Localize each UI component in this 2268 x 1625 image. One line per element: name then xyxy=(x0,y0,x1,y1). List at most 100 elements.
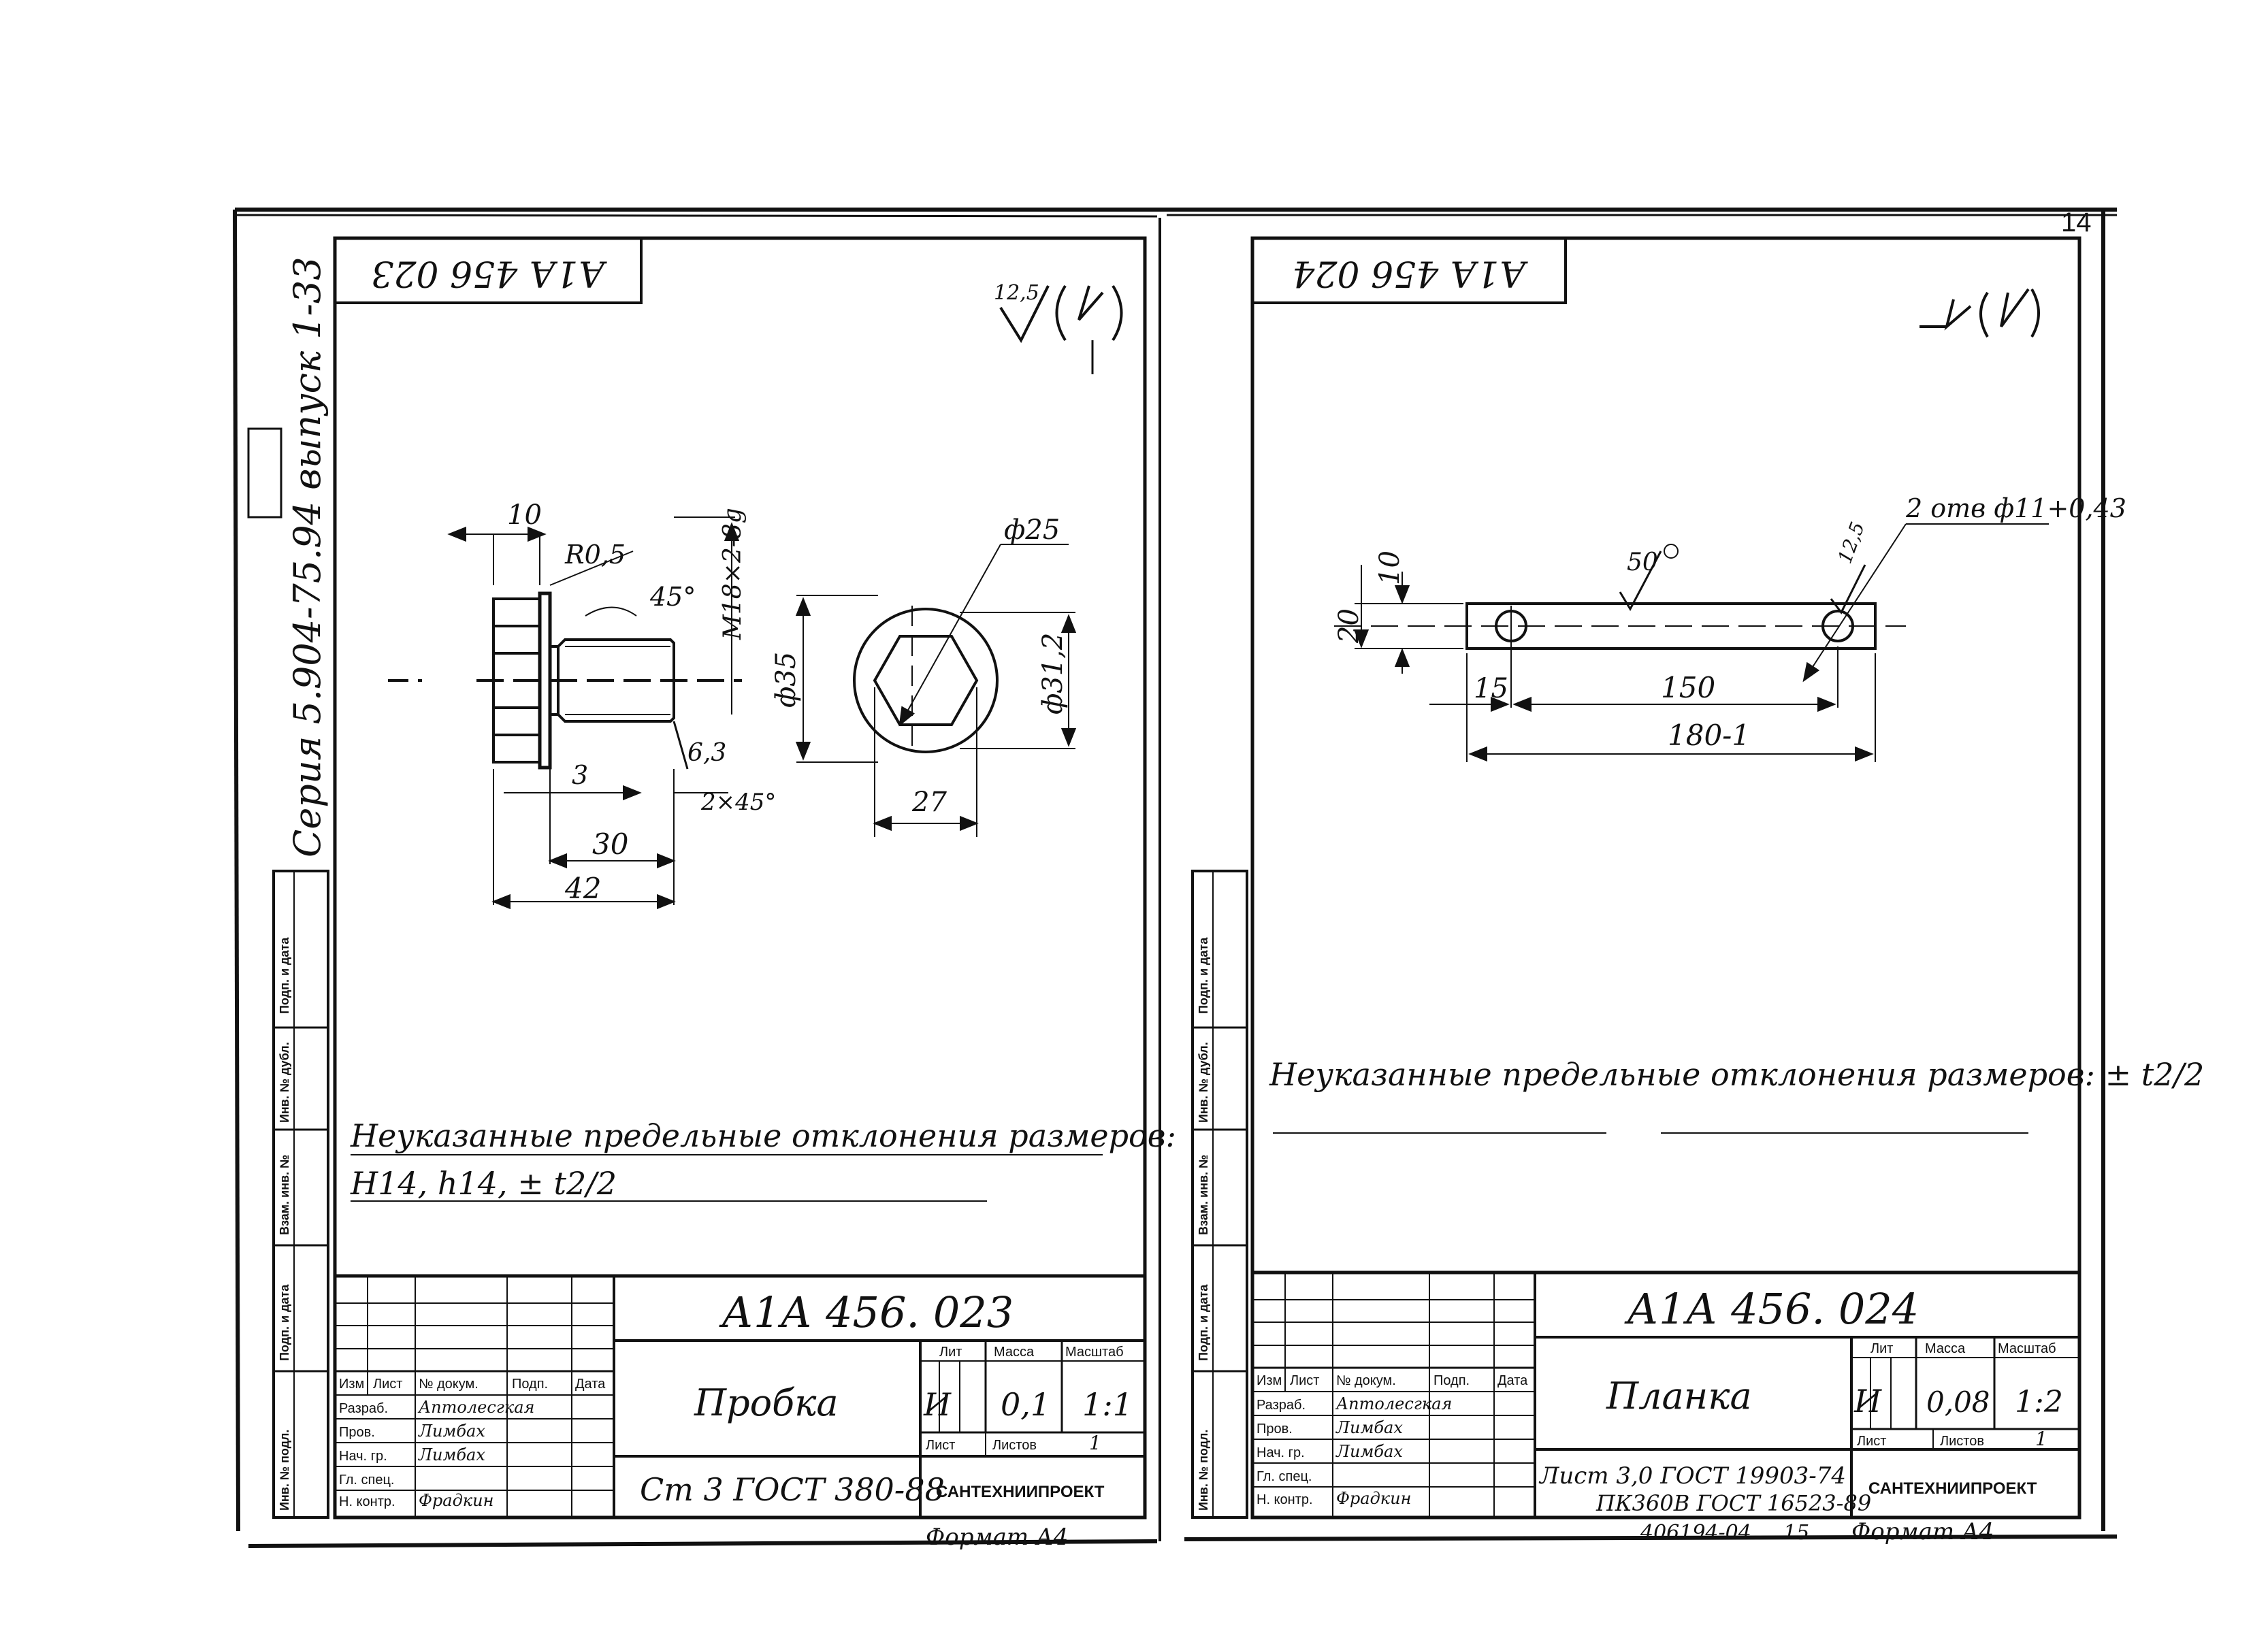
svg-text:Н14, h14, ± t2/2: Н14, h14, ± t2/2 xyxy=(350,1165,617,1202)
svg-text:Дата: Дата xyxy=(575,1377,606,1392)
svg-text:15: 15 xyxy=(1783,1521,1809,1545)
svg-text:Нач. гр.: Нач. гр. xyxy=(1257,1445,1305,1460)
svg-text:Масштаб: Масштаб xyxy=(1065,1345,1124,1360)
svg-text:30: 30 xyxy=(592,827,628,861)
svg-text:Фрадкин: Фрадкин xyxy=(1336,1489,1411,1508)
svg-text:Листов: Листов xyxy=(992,1438,1037,1453)
svg-text:И: И xyxy=(923,1386,952,1423)
svg-text:15: 15 xyxy=(1474,673,1508,704)
svg-text:Подп.: Подп. xyxy=(1433,1373,1470,1388)
svg-text:Серия 5.904-75.94 выпуск 1-33: Серия 5.904-75.94 выпуск 1-33 xyxy=(286,257,329,857)
title-block-left: Изм Лист № докум. Подп. Дата Разраб. Апт… xyxy=(333,1274,1147,1551)
svg-text:Аптолесгкая: Аптолесгкая xyxy=(417,1398,534,1417)
svg-text:Подп.: Подп. xyxy=(512,1377,548,1392)
plug-side-view xyxy=(388,516,742,910)
svg-text:Формат А4: Формат А4 xyxy=(1851,1518,1994,1545)
svg-text:Неуказанные предельные отклоне: Неуказанные предельные отклонения размер… xyxy=(350,1117,1176,1154)
material-right-1: Лист 3,0 ГОСТ 19903-74 xyxy=(1538,1462,1846,1490)
svg-text:3: 3 xyxy=(572,760,588,790)
svg-text:Масса: Масса xyxy=(994,1345,1035,1360)
svg-text:Инв. № подл.: Инв. № подл. xyxy=(1197,1430,1210,1511)
roughness-mark-left: 12,5 xyxy=(994,281,1123,374)
svg-text:Инв. № подл.: Инв. № подл. xyxy=(278,1430,291,1511)
material-left: Ст 3 ГОСТ 380-88 xyxy=(640,1471,945,1508)
svg-text:0,1: 0,1 xyxy=(1001,1386,1050,1423)
svg-text:1:2: 1:2 xyxy=(2015,1385,2063,1419)
top-code-left: А1А 456 023 xyxy=(371,253,607,294)
svg-text:Неуказанные предельные отклоне: Неуказанные предельные отклонения размер… xyxy=(1269,1056,2204,1093)
svg-text:12,5: 12,5 xyxy=(1834,519,1869,567)
svg-text:Инв. № дубл.: Инв. № дубл. xyxy=(1197,1042,1210,1123)
svg-text:10: 10 xyxy=(1374,551,1406,585)
svg-text:Лимбах: Лимбах xyxy=(418,1445,485,1464)
svg-text:Формат А4: Формат А4 xyxy=(926,1524,1068,1551)
top-code-right: А1А 456 024 xyxy=(1292,253,1528,294)
side-stamp-right: Инв. № подл. Подп. и дата Взам. инв. № И… xyxy=(1191,870,1248,1519)
svg-text:Пров.: Пров. xyxy=(1257,1422,1293,1437)
note-right: Неуказанные предельные отклонения размер… xyxy=(1269,1056,2204,1134)
svg-text:Взам. инв. №: Взам. инв. № xyxy=(1197,1155,1210,1235)
svg-text:М18×2-8g: М18×2-8g xyxy=(719,508,747,640)
svg-text:10: 10 xyxy=(507,499,542,531)
svg-text:№ докум.: № докум. xyxy=(1336,1373,1396,1388)
svg-text:Н. контр.: Н. контр. xyxy=(339,1494,395,1509)
name-right: Планка xyxy=(1606,1375,1752,1417)
name-left: Пробка xyxy=(694,1381,839,1424)
svg-text:Лит: Лит xyxy=(939,1345,962,1360)
svg-text:42: 42 xyxy=(564,872,601,905)
plug-end-dims: ф25 ф35 ф31,2 27 xyxy=(771,514,1069,818)
svg-text:Лист: Лист xyxy=(1857,1434,1886,1449)
svg-text:Лист: Лист xyxy=(1290,1373,1319,1388)
bar-drawing xyxy=(1334,523,2049,762)
svg-text:20: 20 xyxy=(1333,608,1365,644)
sheet-left: А1А 456 023 12,5 xyxy=(333,236,1176,1551)
outer-frame xyxy=(233,208,2118,1548)
svg-text:Лимбах: Лимбах xyxy=(418,1422,485,1441)
svg-text:Изм: Изм xyxy=(339,1377,364,1392)
svg-text:2 отв ф11+0,43: 2 отв ф11+0,43 xyxy=(1905,493,2126,523)
svg-text:Масштаб: Масштаб xyxy=(1998,1341,2056,1356)
svg-text:Гл. спец.: Гл. спец. xyxy=(339,1473,394,1488)
svg-text:Изм: Изм xyxy=(1257,1373,1282,1388)
svg-text:1: 1 xyxy=(1089,1432,1101,1454)
svg-text:Подп. и дата: Подп. и дата xyxy=(1197,937,1210,1014)
svg-text:Масса: Масса xyxy=(1925,1341,1966,1356)
svg-text:406194-04: 406194-04 xyxy=(1640,1521,1751,1545)
svg-text:R0,5: R0,5 xyxy=(564,540,626,570)
svg-text:50: 50 xyxy=(1627,548,1658,576)
company-left: САНТЕХНИИПРОЕКТ xyxy=(936,1483,1105,1501)
staff-left: Разраб. Аптолесгкая Пров. Лимбах Нач. гр… xyxy=(339,1398,534,1510)
svg-text:1: 1 xyxy=(2035,1428,2047,1450)
svg-text:27: 27 xyxy=(911,787,947,818)
note-left: Неуказанные предельные отклонения размер… xyxy=(350,1117,1176,1202)
svg-text:Взам. инв. №: Взам. инв. № xyxy=(278,1155,291,1235)
svg-text:Лист: Лист xyxy=(373,1377,402,1392)
svg-text:Аптолесгкая: Аптолесгкая xyxy=(1335,1394,1452,1413)
svg-text:Пров.: Пров. xyxy=(339,1425,375,1440)
svg-text:6,3: 6,3 xyxy=(687,739,726,767)
svg-text:Лимбах: Лимбах xyxy=(1335,1418,1403,1437)
svg-text:ф31,2: ф31,2 xyxy=(1037,633,1069,715)
svg-text:№ докум.: № докум. xyxy=(419,1377,479,1392)
svg-text:Дата: Дата xyxy=(1497,1373,1528,1388)
svg-text:Лит: Лит xyxy=(1870,1341,1893,1356)
svg-text:Подп. и дата: Подп. и дата xyxy=(1197,1284,1210,1361)
svg-text:14: 14 xyxy=(2061,208,2092,237)
svg-text:ф35: ф35 xyxy=(771,652,802,708)
code-right: А1А 456. 024 xyxy=(1624,1284,1919,1334)
plug-side-dims: 10 R0,5 45° М18×2-8g 6,3 3 2×45° 30 42 xyxy=(507,499,776,905)
roughness-mark-right xyxy=(1919,288,2040,338)
sheet-right: А1А 456 024 xyxy=(1250,236,2204,1545)
side-stamp-left: Инв. № подл. Подп. и дата Взам. инв. № И… xyxy=(272,870,329,1519)
svg-text:Инв. № дубл.: Инв. № дубл. xyxy=(278,1042,291,1123)
svg-text:180-1: 180-1 xyxy=(1668,719,1750,752)
company-right: САНТЕХНИИПРОЕКТ xyxy=(1868,1479,2037,1498)
svg-text:150: 150 xyxy=(1661,671,1715,704)
svg-text:0,08: 0,08 xyxy=(1926,1385,1990,1419)
svg-text:1:1: 1:1 xyxy=(1082,1386,1133,1423)
svg-text:Разраб.: Разраб. xyxy=(339,1401,388,1416)
svg-text:Разраб.: Разраб. xyxy=(1257,1398,1306,1413)
svg-text:ф25: ф25 xyxy=(1004,514,1060,546)
svg-text:Фрадкин: Фрадкин xyxy=(419,1491,493,1510)
